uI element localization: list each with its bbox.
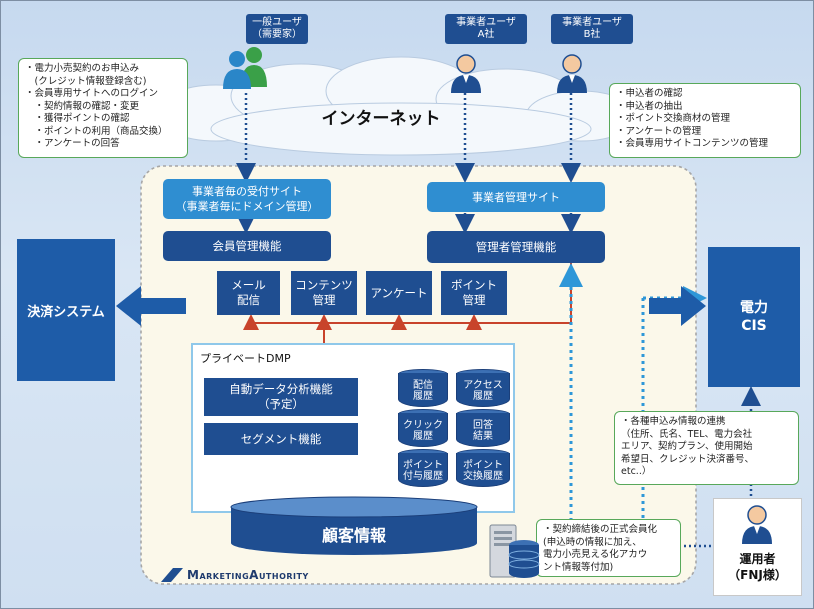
general-user-label: 一般ユーザ （需要家） bbox=[246, 14, 308, 44]
function-mail: メール 配信 bbox=[217, 271, 280, 315]
note-member-formalization: ・契約締結後の正式会員化(申込時の情報に加え、電力小売見える化アカウント情報等付… bbox=[536, 519, 681, 577]
logo-mark-icon bbox=[161, 568, 183, 582]
note-line: ・申込者の確認 bbox=[616, 88, 683, 99]
history-access: アクセス 履歴 bbox=[456, 369, 510, 407]
member-management: 会員管理機能 bbox=[163, 231, 331, 261]
function-content: コンテンツ 管理 bbox=[291, 271, 357, 315]
note-line: ・各種申込み情報の連携 bbox=[621, 416, 726, 427]
reception-site: 事業者毎の受付サイト （事業者毎にドメイン管理） bbox=[163, 179, 331, 219]
admin-management: 管理者管理機能 bbox=[427, 231, 605, 263]
business-user-b-icon bbox=[555, 53, 589, 93]
note-line: ・会員専用サイトコンテンツの管理 bbox=[616, 138, 769, 149]
note-line: ・ポイント交換商材の管理 bbox=[616, 113, 731, 124]
note-line: etc..） bbox=[621, 466, 652, 477]
business-admin-site: 事業者管理サイト bbox=[427, 182, 605, 212]
auto-analysis-function: 自動データ分析機能 （予定） bbox=[204, 378, 358, 416]
arrow-to-cis bbox=[649, 286, 706, 326]
note-line: ・アンケートの回答 bbox=[25, 138, 120, 149]
customer-info-label: 顧客情報 bbox=[321, 526, 386, 545]
history-answers: 回答 結果 bbox=[456, 409, 510, 447]
note-line: ・会員専用サイトへのログイン bbox=[25, 88, 159, 99]
business-user-a-icon bbox=[449, 53, 483, 93]
note-line: ・電力小売契約のお申込み bbox=[25, 63, 140, 74]
function-point: ポイント 管理 bbox=[441, 271, 507, 315]
note-line: 希望日、クレジット決済番号、 bbox=[621, 453, 755, 465]
history-click: クリック 履歴 bbox=[398, 409, 448, 447]
note-line: (申込時の情報に加え、 bbox=[543, 536, 642, 548]
note-line: 電力小売見える化アカウ bbox=[543, 549, 648, 560]
note-general-user: ・電力小売契約のお申込み (クレジット情報登録含む)・会員専用サイトへのログイン… bbox=[18, 58, 188, 158]
business-user-a-label: 事業者ユーザ A社 bbox=[445, 14, 527, 44]
note-line: ・獲得ポイントの確認 bbox=[25, 113, 130, 124]
note-line: （住所、氏名、TEL、電力会社 bbox=[621, 428, 753, 440]
history-point-exchange: ポイント 交換履歴 bbox=[456, 449, 510, 487]
history-delivery: 配信 履歴 bbox=[398, 369, 448, 407]
power-cis: 電力 CIS bbox=[708, 247, 800, 387]
operator-icon bbox=[742, 505, 772, 544]
arrow-to-payment bbox=[116, 286, 186, 326]
operator-box: 運用者 （FNJ様） bbox=[713, 498, 802, 596]
note-line: ント情報等付加) bbox=[543, 561, 614, 573]
note-line: (クレジット情報登録含む) bbox=[25, 75, 147, 87]
note-line: エリア、契約プラン、使用開始 bbox=[621, 441, 753, 452]
dmp-title: プライベートDMP bbox=[200, 352, 291, 365]
note-line: ・ポイントの利用（商品交換） bbox=[25, 125, 168, 137]
business-user-b-label: 事業者ユーザ B社 bbox=[551, 14, 633, 44]
note-line: ・契約情報の確認・変更 bbox=[25, 100, 140, 112]
segment-function: セグメント機能 bbox=[204, 423, 358, 455]
general-user-icon bbox=[219, 43, 271, 89]
payment-system: 決済システム bbox=[17, 239, 115, 381]
internet-label: インターネット bbox=[321, 109, 441, 129]
server-db-icon bbox=[488, 523, 542, 581]
marketing-authority-logo: MarketingAuthority bbox=[161, 566, 391, 584]
function-survey: アンケート bbox=[366, 271, 432, 315]
note-line: ・アンケートの管理 bbox=[616, 125, 702, 137]
note-cis-integration: ・各種申込み情報の連携（住所、氏名、TEL、電力会社エリア、契約プラン、使用開始… bbox=[614, 411, 799, 485]
history-point-grant: ポイント 付与履歴 bbox=[398, 449, 448, 487]
note-admin: ・申込者の確認・申込者の抽出・ポイント交換商材の管理・アンケートの管理・会員専用… bbox=[609, 83, 801, 158]
operator-label: 運用者 （FNJ様） bbox=[728, 552, 787, 582]
note-line: ・申込者の抽出 bbox=[616, 100, 683, 112]
customer-info-db: 顧客情報 bbox=[229, 495, 479, 557]
note-line: ・契約締結後の正式会員化 bbox=[543, 524, 658, 535]
internet-cloud bbox=[155, 56, 637, 156]
